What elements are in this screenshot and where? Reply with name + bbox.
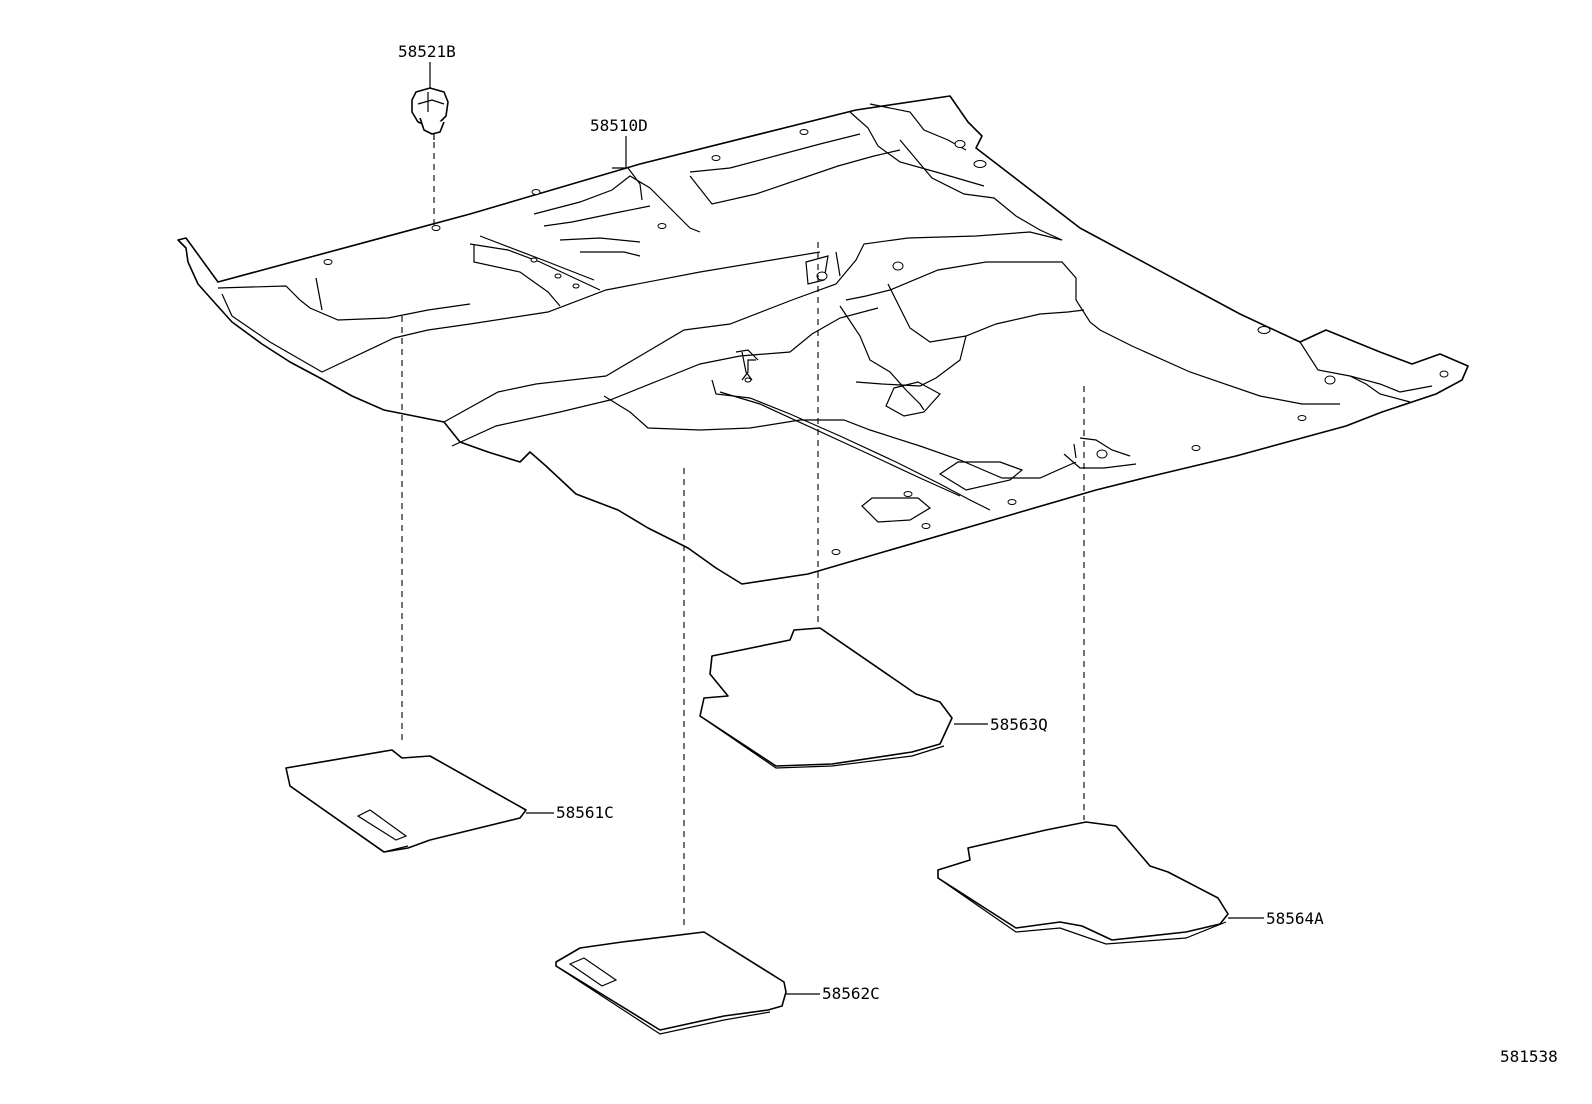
front-right-mat-shape [699,627,953,767]
front-left-mat-shape [285,749,527,853]
figure-number: 581538 [1500,1047,1558,1066]
front-left-mat-tab [356,809,408,841]
rear-left-mat-shape [555,931,787,1031]
rear-left-mat-tab [568,957,618,987]
rear-left-mat-edge [555,965,771,1035]
rear-right-mat-part-number: 58564A [1266,909,1324,928]
rear-left-mat-part-number: 58562C [822,984,880,1003]
rear-right-mat-edge [937,877,1227,945]
floor-carpet-part-number: 58510D [590,116,648,135]
clip-part [411,87,449,140]
front-left-mat-edge [289,785,409,853]
clip-part-number: 58521B [398,42,456,61]
front-left-mat-part-number: 58561C [556,803,614,822]
front-right-mat-edge [699,715,945,769]
front-right-mat-part-number: 58563Q [990,715,1048,734]
rear-right-mat-shape [937,821,1229,941]
floor-carpet-assembly [177,95,1469,585]
